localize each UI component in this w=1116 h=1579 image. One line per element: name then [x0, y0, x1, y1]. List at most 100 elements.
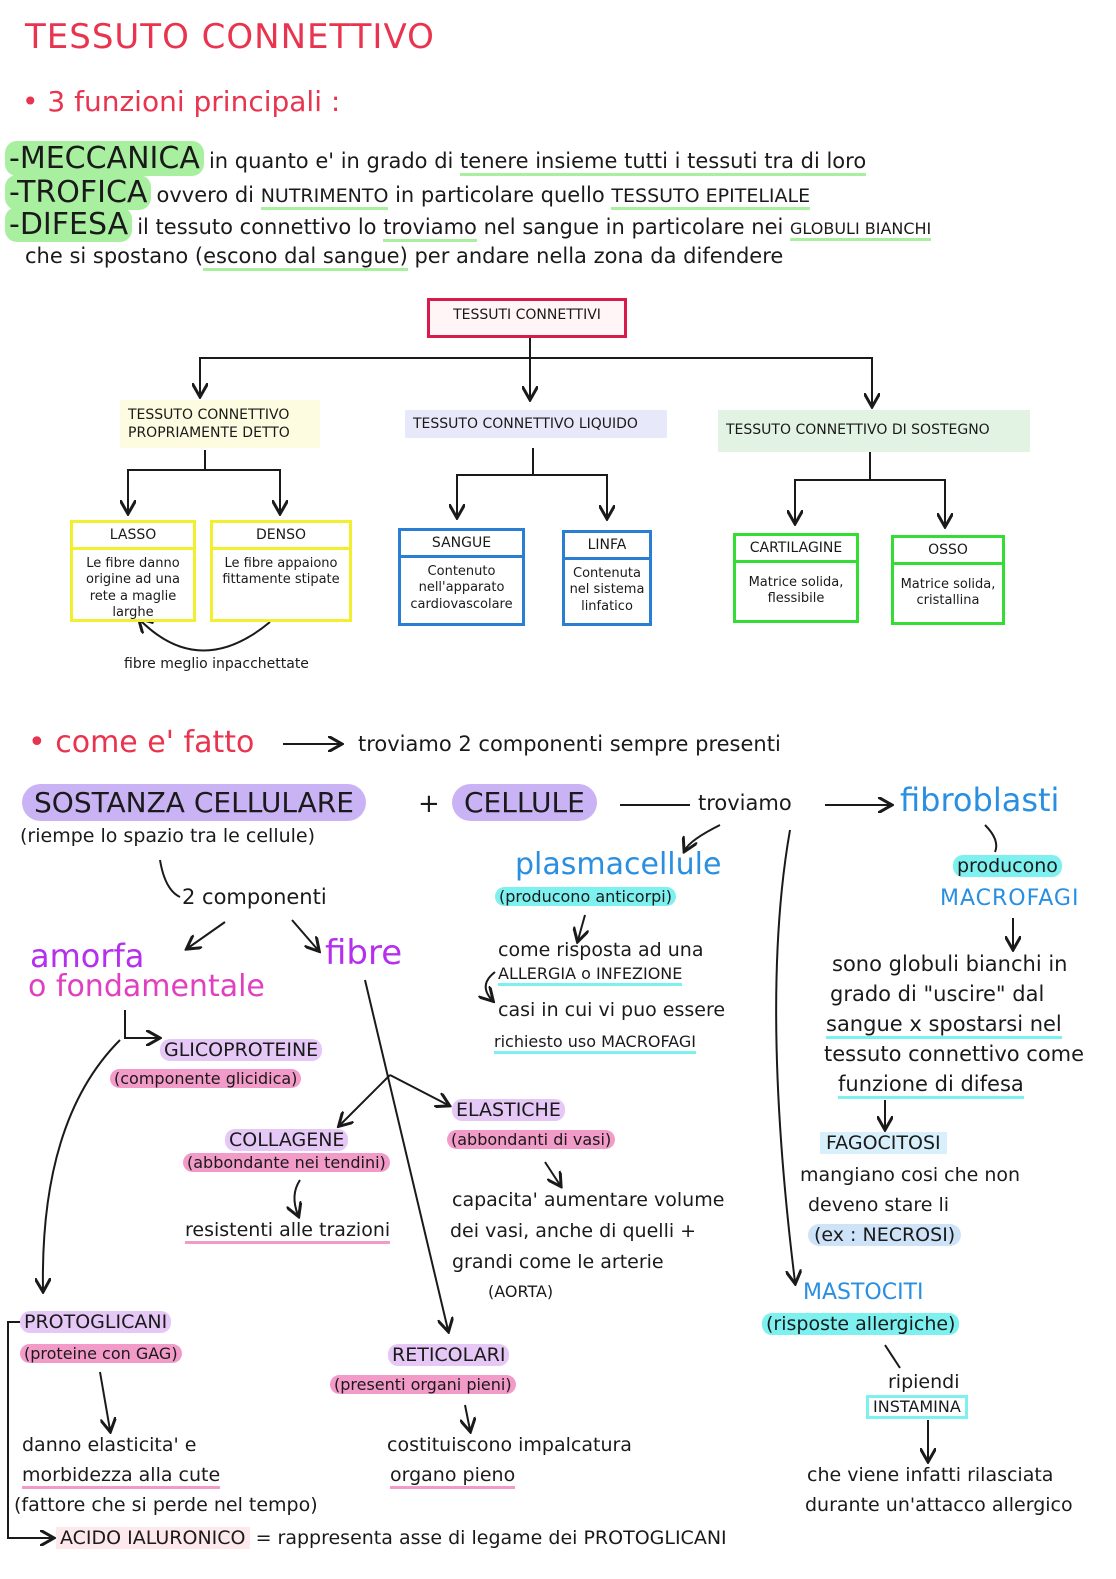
fibre-label: fibre	[325, 933, 403, 973]
troviamo-label: troviamo	[698, 791, 792, 815]
macrofagi-label: MACROFAGI	[940, 886, 1080, 911]
text: organo pieno	[390, 1464, 516, 1489]
box-cartilagine: CARTILAGINE Matrice solida, flessibile	[733, 533, 859, 623]
box-osso: OSSO Matrice solida, cristallina	[891, 535, 1005, 625]
due-componenti: 2 componenti	[182, 885, 327, 909]
funzioni-heading: • 3 funzioni principali :	[22, 85, 341, 118]
text: il tessuto connettivo lo	[137, 215, 384, 239]
category-propriamente-detto: TESSUTO CONNETTIVO PROPRIAMENTE DETTO	[120, 400, 320, 449]
fondamentale-label: o fondamentale	[28, 969, 265, 1004]
box-head: OSSO	[894, 538, 1002, 565]
box-body: Matrice solida, flessibile	[748, 575, 844, 607]
glicoproteine: GLICOPROTEINE	[160, 1039, 323, 1062]
glicoproteine-note: (componente glicidica)	[110, 1069, 302, 1088]
amorfa-label: amorfa	[30, 937, 145, 975]
funzione-trofica: -TROFICA ovvero di NUTRIMENTO in partico…	[5, 175, 811, 211]
text: tenere insieme tutti i tessuti tra di lo…	[460, 149, 867, 176]
text: (producono anticorpi)	[495, 887, 676, 906]
acido-ialuronico: ACIDO IALURONICO = rappresenta asse di l…	[56, 1527, 727, 1550]
text: che si spostano (	[25, 244, 204, 268]
category-liquido: TESSUTO CONNETTIVO LIQUIDO	[405, 410, 667, 438]
text: escono dal sangue)	[203, 244, 408, 271]
text: (presenti organi pieni)	[330, 1375, 516, 1394]
plasma-desc-2: ALLERGIA o INFEZIONE	[498, 964, 683, 986]
mastociti-label: MASTOCITI	[803, 1280, 924, 1305]
producono-label: producono	[953, 855, 1062, 878]
macrofagi-desc-2: grado di "uscire" dal	[830, 982, 1045, 1006]
label-trofica: -TROFICA	[5, 175, 152, 210]
diagram-note: fibre meglio inpacchettate	[124, 656, 309, 672]
reticolari-note: (presenti organi pieni)	[330, 1375, 516, 1394]
fagocitosi-desc-1: mangiano cosi che non	[800, 1164, 1021, 1186]
box-body: Contenuto nell'apparato cardiovascolare	[410, 564, 513, 612]
reticolari: RETICOLARI	[388, 1344, 510, 1367]
label-meccanica: -MECCANICA	[5, 141, 204, 176]
text: NUTRIMENTO	[260, 185, 389, 210]
text: RETICOLARI	[388, 1344, 510, 1366]
elastiche-desc-2: dei vasi, anche di quelli +	[450, 1220, 697, 1242]
text: ovvero di	[156, 183, 261, 207]
box-head: SANGUE	[401, 531, 522, 558]
elastiche-desc-4: (AORTA)	[488, 1282, 554, 1301]
plasma-desc-4: richiesto uso MACROFAGI	[494, 1032, 696, 1054]
istamina-desc-1: che viene infatti rilasciata	[807, 1464, 1054, 1486]
text: (abbondanti di vasi)	[447, 1130, 616, 1149]
collagene-desc: resistenti alle trazioni	[185, 1219, 391, 1244]
text: GLICOPROTEINE	[160, 1039, 323, 1061]
istamina-desc-2: durante un'attacco allergico	[805, 1494, 1073, 1516]
funzione-difesa-cont: che si spostano (escono dal sangue) per …	[25, 244, 784, 271]
text: (componente glicidica)	[110, 1069, 302, 1088]
text: = rappresenta asse di legame dei PROTOGL…	[255, 1527, 727, 1549]
page-title: TESSUTO CONNETTIVO	[25, 17, 435, 57]
protoglicani-desc-3: (fattore che si perde nel tempo)	[14, 1494, 318, 1516]
text: per andare nella zona da difendere	[407, 244, 784, 268]
come-fatto-heading: • come e' fatto	[28, 725, 255, 760]
text: COLLAGENE	[225, 1129, 349, 1151]
fagocitosi-desc-3: (ex : NECROSI)	[808, 1224, 962, 1247]
text: troviamo	[383, 215, 477, 242]
mastociti-note: (risposte allergiche)	[762, 1313, 960, 1336]
collagene-note: (abbondante nei tendini)	[183, 1153, 390, 1172]
box-head: CARTILAGINE	[736, 536, 856, 563]
macrofagi-desc-1: sono globuli bianchi in	[832, 952, 1068, 976]
reticolari-desc-2: organo pieno	[390, 1464, 516, 1489]
box-head: LINFA	[565, 533, 649, 560]
box-head: DENSO	[213, 523, 349, 550]
protoglicani-desc-2: morbidezza alla cute	[22, 1464, 221, 1489]
protoglicani-desc-1: danno elasticita' e	[22, 1434, 197, 1456]
text: (risposte allergiche)	[762, 1313, 960, 1335]
label-difesa: -DIFESA	[5, 207, 133, 242]
macrofagi-desc-5: funzione di difesa	[838, 1072, 1024, 1099]
text: TESSUTO EPITELIALE	[611, 185, 811, 210]
text: PROTOGLICANI	[20, 1311, 172, 1333]
text: (proteine con GAG)	[20, 1344, 182, 1363]
protoglicani-note: (proteine con GAG)	[20, 1344, 182, 1363]
box-body: Matrice solida, cristallina	[900, 577, 996, 609]
text: nel sangue in particolare nei	[476, 215, 790, 239]
ripiendi-label: ripiendi	[888, 1371, 960, 1393]
text: resistenti alle trazioni	[185, 1219, 391, 1244]
text: sangue x spostarsi nel	[826, 1012, 1062, 1039]
text: producono	[953, 855, 1062, 877]
collagene: COLLAGENE	[225, 1129, 349, 1152]
elastiche-note: (abbondanti di vasi)	[447, 1130, 616, 1149]
plus-sign: +	[418, 789, 440, 819]
sostanza-note: (riempe lo spazio tra le cellule)	[20, 825, 316, 847]
cellule-pill: CELLULE	[452, 784, 597, 821]
box-body: Le fibre danno origine ad una rete a mag…	[86, 556, 180, 620]
fibroblasti-label: fibroblasti	[900, 781, 1060, 819]
text: in particolare quello	[388, 183, 612, 207]
fagocitosi-desc-2: deveno stare li	[808, 1194, 950, 1216]
box-head: LASSO	[73, 523, 193, 550]
text: ELASTICHE	[452, 1099, 565, 1121]
text: (abbondante nei tendini)	[183, 1153, 390, 1172]
text: in quanto e' in grado di	[208, 149, 461, 173]
istamina-label: INSTAMINA	[866, 1395, 968, 1420]
box-sangue: SANGUE Contenuto nell'apparato cardiovasc…	[398, 528, 525, 626]
fagocitosi-label: FAGOCITOSI	[820, 1132, 947, 1155]
text: funzione di difesa	[838, 1072, 1024, 1099]
funzione-meccanica: -MECCANICA in quanto e' in grado di tene…	[5, 141, 867, 177]
text: GLOBULI BIANCHI	[790, 219, 932, 241]
